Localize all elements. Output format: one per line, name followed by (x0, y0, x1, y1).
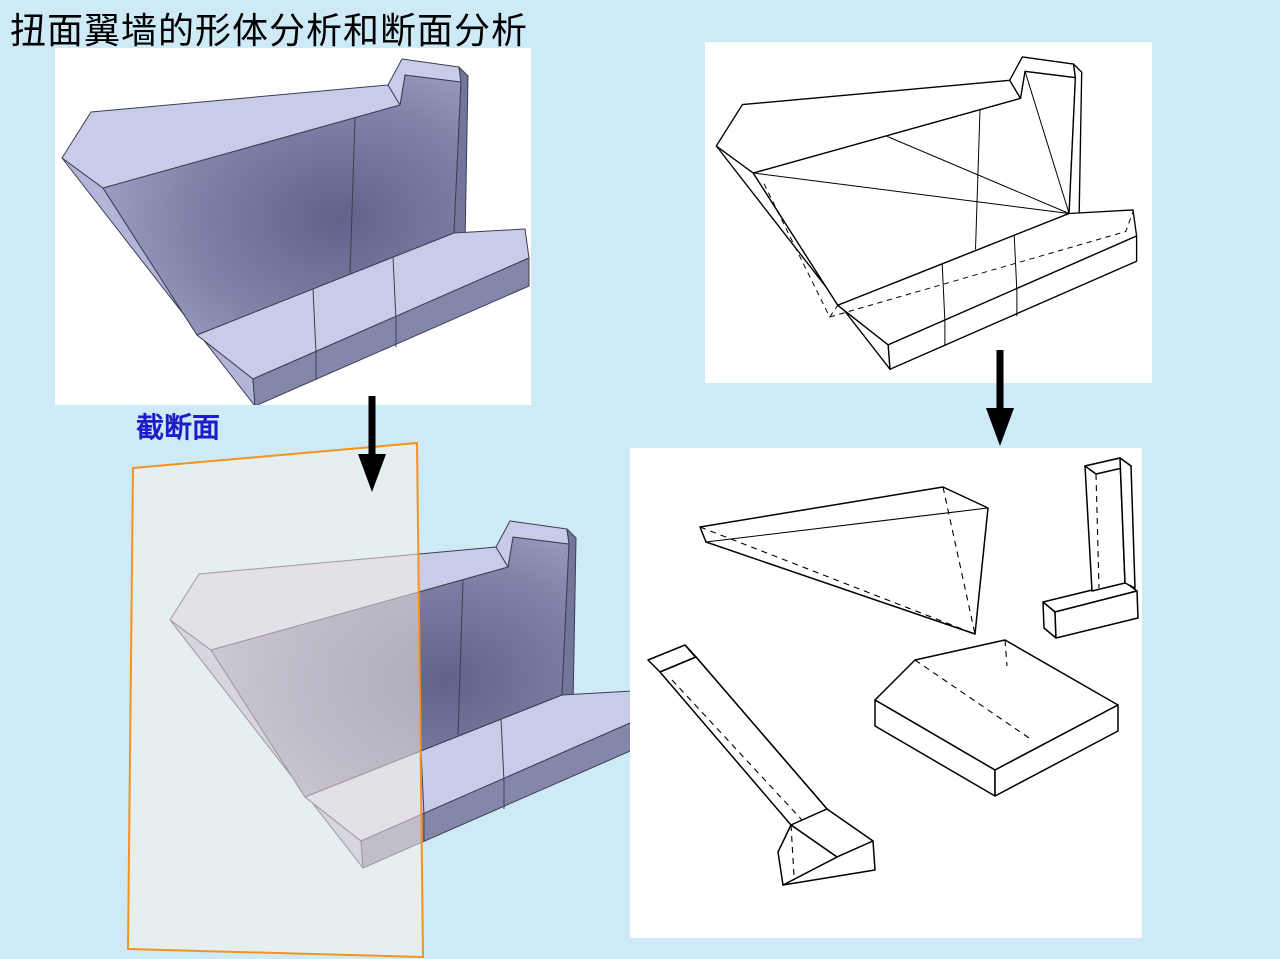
arrow-shaft (996, 350, 1004, 412)
hidden-edge-line (1043, 627, 1057, 639)
wing-wall-wireframe (715, 56, 1138, 370)
wing-wall-shaded (61, 58, 530, 407)
plate-face (699, 486, 989, 635)
decomposed-parts-panel (630, 448, 1142, 938)
bar-front-face (659, 656, 828, 826)
wall-right-face (1119, 457, 1136, 589)
wireframe-model-figure (715, 56, 1138, 370)
part-l-wall (1042, 457, 1139, 639)
part-base-slab (874, 639, 1119, 797)
shaded-model-panel (55, 48, 531, 407)
hidden-edge-line (1095, 473, 1100, 589)
arrow-head (986, 408, 1014, 446)
hidden-edge-line (914, 659, 1033, 741)
arrow-head (358, 454, 386, 492)
part-twisted-plate (699, 486, 989, 635)
down-arrow-icon (358, 396, 386, 492)
base-front-face (1054, 590, 1139, 639)
down-arrow-icon (986, 350, 1014, 446)
hidden-edge-line (1004, 639, 1008, 667)
page-title: 扭面翼墙的形体分析和断面分析 (10, 11, 529, 51)
wall-front-face (1084, 457, 1126, 592)
surface-generator-line (705, 507, 989, 543)
section-plane-label: 截断面 (136, 412, 221, 443)
foot-left-face (777, 824, 838, 886)
cutting-plane (126, 441, 425, 959)
shaded-model-figure (61, 58, 530, 407)
hidden-edge-line (790, 824, 795, 877)
hidden-edge-line (699, 526, 976, 635)
slab-front-right-face (994, 704, 1119, 797)
wireframe-model-panel (705, 42, 1152, 383)
arrow-shaft (368, 396, 376, 458)
hidden-edge-line (671, 679, 803, 821)
hidden-edge-line (942, 486, 976, 635)
part-slope-bar (647, 644, 876, 886)
sectioned-model-figure (126, 441, 638, 959)
decomposed-parts-figure (647, 457, 1139, 886)
